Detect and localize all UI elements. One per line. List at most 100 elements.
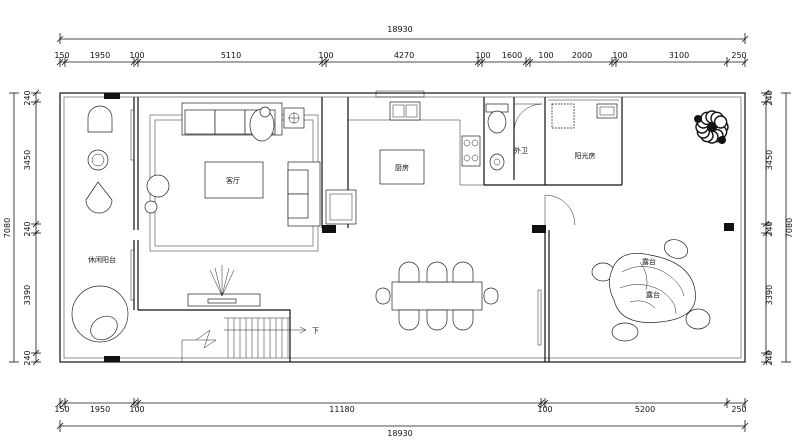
overall-height-right: 7080 (785, 218, 794, 238)
left-seg-5: 240 (23, 350, 32, 365)
dimension-tick (762, 229, 770, 237)
bathroom: 外卫 (485, 103, 528, 171)
dimension-tick (134, 58, 142, 66)
dining-table (391, 281, 483, 311)
top-seg-2: 1950 (90, 51, 110, 60)
dimension-tick (56, 399, 64, 407)
plant-leaf (718, 136, 726, 144)
potted-plant (694, 110, 729, 144)
dimension-tick (32, 89, 40, 97)
dimension-tick (723, 399, 731, 407)
terrace-label-1: 露台 (642, 257, 656, 266)
right-seg-1: 240 (765, 90, 774, 105)
bottom-seg-4: 11180 (329, 405, 354, 414)
top-seg-8: 1600 (502, 51, 522, 60)
top-seg-7: 100 (475, 51, 490, 60)
dimension-tick (322, 58, 330, 66)
overall-width-top: 18930 (387, 25, 412, 34)
dimension-tick (318, 58, 326, 66)
dimension-tick (541, 399, 549, 407)
bottom-dimensions: 150 1950 100 11180 100 5200 250 18930 (54, 398, 749, 438)
bath-label: 外卫 (514, 146, 528, 155)
kitchen-sink (389, 101, 421, 121)
dimension-tick (741, 399, 749, 407)
column (322, 225, 336, 233)
dimension-tick (32, 349, 40, 357)
left-seg-1: 240 (23, 90, 32, 105)
dining-chair (398, 261, 420, 283)
left-seg-2: 3450 (23, 150, 32, 170)
top-seg-5: 100 (318, 51, 333, 60)
bottom-seg-1: 150 (54, 405, 69, 414)
dimension-tick (130, 399, 138, 407)
dimension-tick (612, 58, 620, 66)
column (724, 223, 734, 231)
dining-chair (426, 309, 448, 331)
dimension-tick (32, 358, 40, 366)
sunroom: 阳光房 (551, 103, 618, 160)
top-seg-11: 100 (612, 51, 627, 60)
kitchen-label: 厨房 (395, 163, 409, 172)
lounge-chair (146, 174, 170, 198)
leisure-balcony: 休闲阳台 (71, 105, 129, 343)
dimension-tick (762, 349, 770, 357)
top-seg-6: 4270 (394, 51, 414, 60)
dimension-tick (32, 98, 40, 106)
dimension-tick (130, 58, 138, 66)
right-seg-2: 3450 (765, 150, 774, 170)
staircase: 下 (195, 317, 319, 358)
leisure-balcony-label: 休闲阳台 (88, 255, 116, 264)
living-room-label: 客厅 (226, 176, 240, 185)
dimension-tick (608, 58, 616, 66)
column (532, 225, 546, 233)
dimension-tick (741, 58, 749, 66)
top-seg-3: 100 (129, 51, 144, 60)
left-dimensions: 7080 240 3450 240 3390 240 (3, 89, 41, 366)
dimension-tick (762, 220, 770, 228)
overall-height-left: 7080 (3, 218, 12, 238)
bottom-seg-5: 100 (537, 405, 552, 414)
stepping-stone (685, 308, 711, 330)
overall-width-bottom: 18930 (387, 429, 412, 438)
bottom-seg-7: 250 (731, 405, 746, 414)
right-seg-3: 240 (765, 221, 774, 236)
left-seg-4: 3390 (23, 285, 32, 305)
top-seg-10: 2000 (572, 51, 592, 60)
dining-chair (398, 309, 420, 331)
terrace-label-2: 露台 (646, 290, 660, 299)
plant-leaf (694, 115, 702, 123)
right-seg-5: 240 (765, 350, 774, 365)
dimension-tick (762, 98, 770, 106)
top-dimensions: 18930 150 1950 100 5110 100 4270 100 160… (54, 25, 749, 67)
stepping-stone (611, 322, 639, 342)
coffee-table (204, 161, 264, 199)
kitchen: 厨房 (325, 101, 481, 225)
bottom-seg-2: 1950 (90, 405, 110, 414)
dimension-tick (32, 229, 40, 237)
top-seg-4: 5110 (221, 51, 241, 60)
dimension-tick (522, 58, 530, 66)
dimension-tick (32, 220, 40, 228)
dimension-tick (537, 399, 545, 407)
dimension-tick (56, 58, 64, 66)
dimension-tick (474, 58, 482, 66)
refrigerator (325, 189, 357, 225)
bottom-seg-6: 5200 (635, 405, 655, 414)
dimension-tick (762, 89, 770, 97)
top-seg-13: 250 (731, 51, 746, 60)
column (104, 356, 120, 362)
dimension-tick (478, 58, 486, 66)
top-seg-9: 100 (538, 51, 553, 60)
dining-chair (426, 261, 448, 283)
dining-area (375, 261, 499, 331)
right-dimensions: 240 3450 240 3390 240 7080 (761, 89, 794, 366)
basin (489, 153, 505, 171)
toilet (487, 110, 507, 134)
dimension-tick (61, 399, 69, 407)
dimension-tick (526, 58, 534, 66)
top-seg-12: 3100 (669, 51, 689, 60)
stair-down-label: 下 (312, 327, 319, 335)
dimension-tick (723, 58, 731, 66)
balcony-chair (87, 105, 113, 133)
